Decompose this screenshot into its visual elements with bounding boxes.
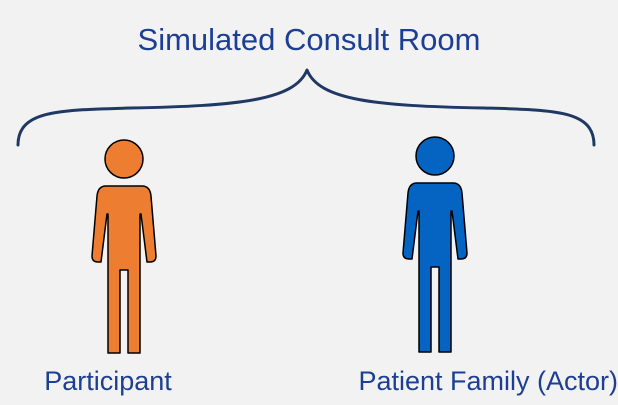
participant-person-icon (91, 139, 157, 354)
participant-body (91, 185, 157, 354)
actor-head (415, 136, 455, 176)
participant-label: Participant (44, 366, 172, 396)
diagram-title: Simulated Consult Room (137, 22, 481, 57)
actor-person-icon (402, 136, 468, 353)
actor-label: Patient Family (Actor) (358, 366, 618, 396)
participant-head (104, 139, 144, 179)
actor-body (402, 182, 468, 353)
curly-brace (16, 68, 596, 147)
